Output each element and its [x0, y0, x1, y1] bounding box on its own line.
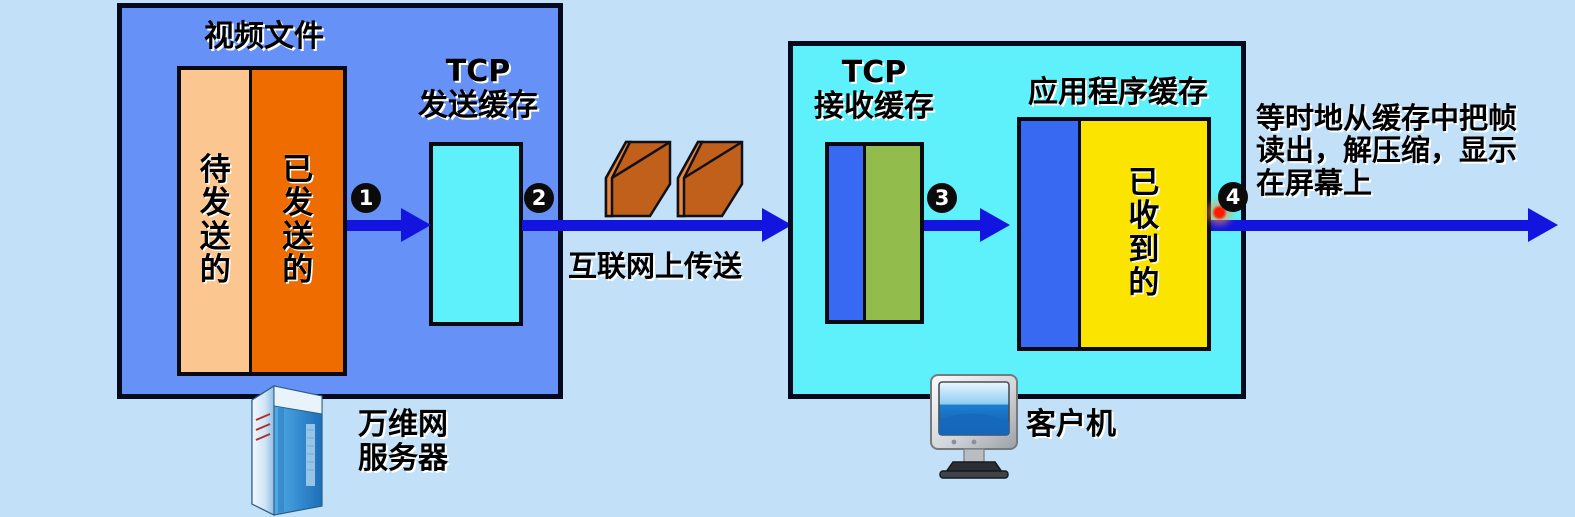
app-buffer-blue-segment — [1021, 121, 1078, 347]
internet-transfer-label: 互联网上传送 — [568, 249, 743, 283]
tcp-send-buffer-label: TCP 发送缓存 — [418, 54, 538, 123]
video-sent-segment: 已 发 送 的 — [249, 70, 343, 372]
application-buffer-box: 已 收 到 的 — [1017, 117, 1211, 351]
output-note-label: 等时地从缓存中把帧 读出，解压缩，显示 在屏幕上 — [1256, 101, 1518, 200]
video-sent-text: 已 发 送 的 — [282, 152, 314, 289]
app-buffer-received-segment: 已 收 到 的 — [1077, 121, 1207, 347]
tcp-receive-green-segment — [863, 146, 920, 320]
arrow-4-head — [1528, 208, 1558, 242]
tcp-receive-buffer-box — [825, 142, 924, 324]
application-buffer-label: 应用程序缓存 — [1028, 75, 1208, 110]
video-file-box: 待 发 送 的 已 发 送 的 — [177, 66, 347, 376]
arrow-3-head — [980, 208, 1010, 242]
server-device-label: 万维网 服务器 — [358, 407, 448, 476]
step-badge-3: 3 — [927, 183, 957, 213]
arrow-1-line — [347, 220, 409, 231]
arrow-3-line — [924, 220, 988, 231]
video-pending-segment: 待 发 送 的 — [181, 70, 250, 372]
client-device-label: 客户机 — [1026, 407, 1116, 442]
tcp-receive-blue-segment — [829, 146, 864, 320]
tcp-receive-buffer-label: TCP 接收缓存 — [814, 55, 934, 124]
arrow-4-line — [1211, 220, 1533, 231]
packet-slab-2 — [676, 140, 744, 218]
video-pending-text: 待 发 送 的 — [199, 152, 231, 289]
arrow-1-head — [401, 208, 431, 242]
arrow-2-head — [762, 208, 792, 242]
server-tower-icon — [248, 384, 326, 517]
video-file-label: 视频文件 — [204, 19, 324, 54]
step-badge-1: 1 — [351, 183, 381, 213]
tcp-send-buffer-box — [429, 142, 523, 326]
packet-slab-1 — [604, 140, 672, 218]
arrow-2-line — [522, 220, 770, 231]
app-buffer-received-text: 已 收 到 的 — [1128, 165, 1160, 302]
crt-monitor-icon — [928, 372, 1020, 480]
step-badge-2: 2 — [524, 183, 554, 213]
step-badge-4: 4 — [1218, 182, 1248, 212]
